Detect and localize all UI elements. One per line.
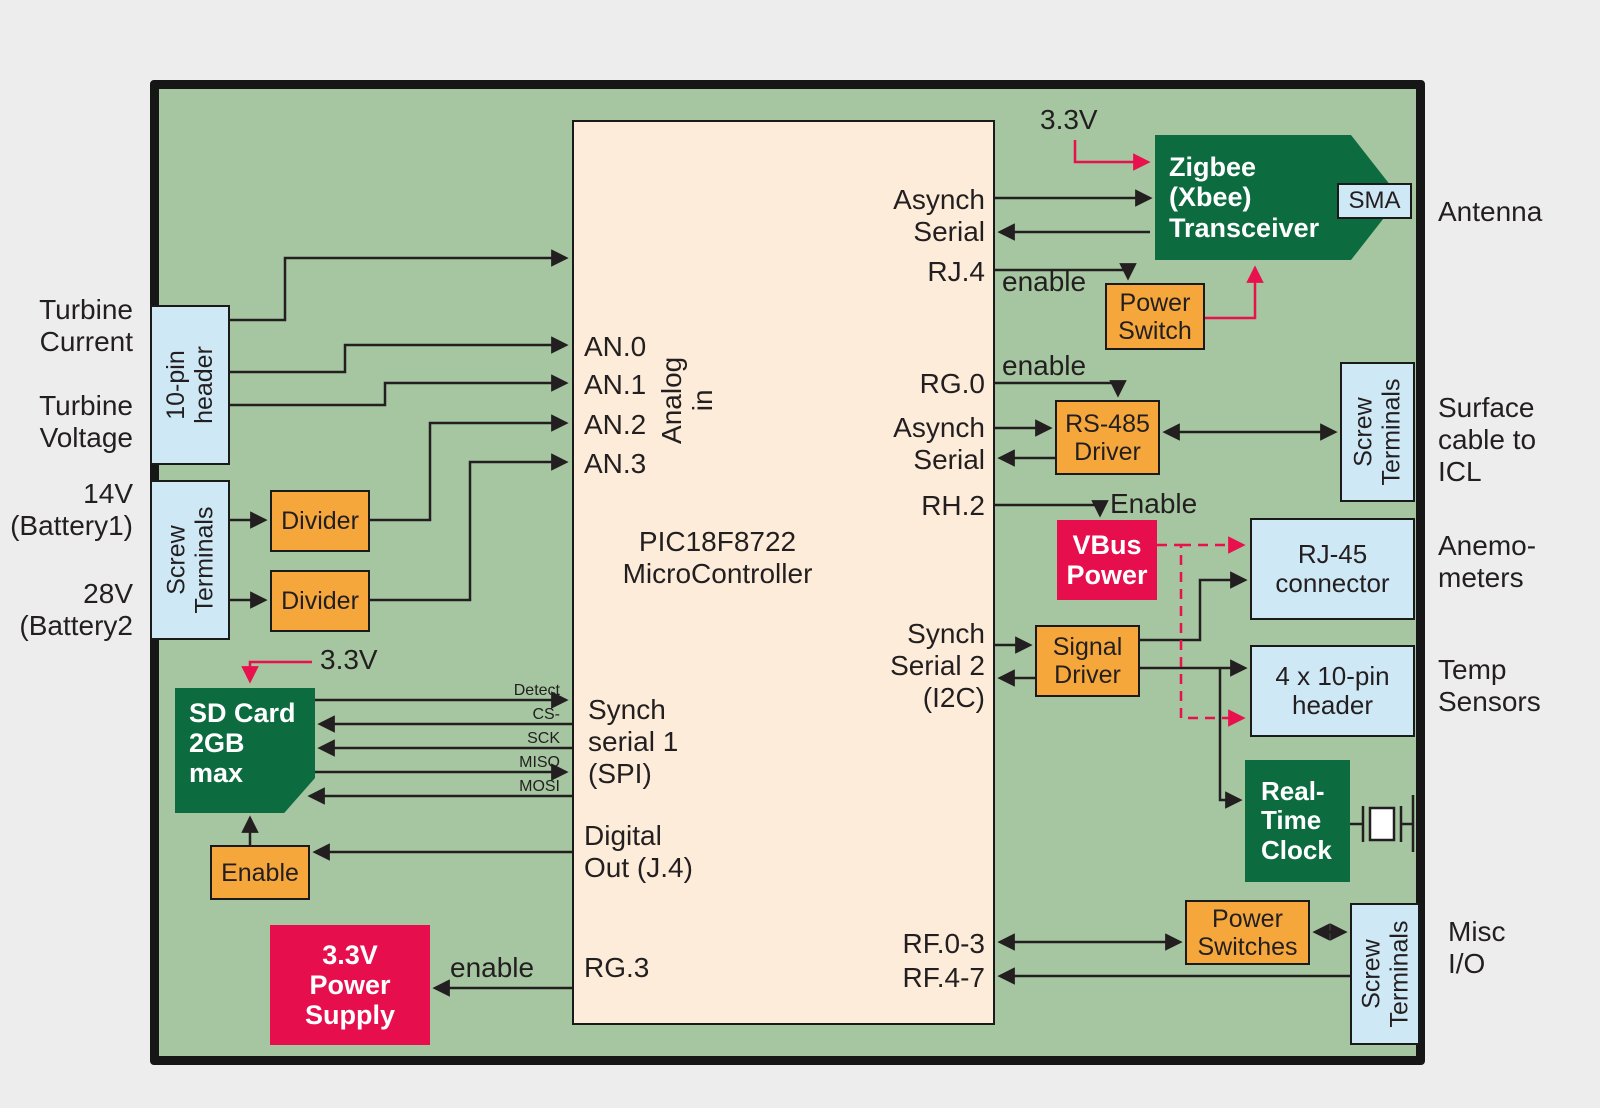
label-anemometers: Anemo- meters [1438,530,1537,594]
vbus-power-block: VBus Power [1057,520,1157,600]
pin-an2: AN.2 [584,409,647,440]
pin-an0: AN.0 [584,331,647,362]
label-turbine-current: Turbine Current [39,294,133,358]
power-switches-block: Power Switches [1185,900,1310,965]
analog-in-text: Analog in [656,356,719,444]
rs485-driver-block: RS-485 Driver [1055,400,1160,475]
ten-pin-header-label: 10-pin header [162,346,219,424]
divider-2-label: Divider [281,587,359,615]
pin-asynch-serial-top: Asynch Serial [893,184,985,248]
label-enable-rs485: enable [1002,350,1087,381]
label-enable-psu: enable [450,952,535,983]
pin-digital-out: Digital Out (J.4) [584,820,693,884]
screw-terminals-right-top-label: Screw Terminals [1349,378,1406,486]
screw-terminals-right-bottom-label: Screw Terminals [1357,920,1414,1028]
power-supply-block: 3.3V Power Supply [270,925,430,1045]
pin-rh2: RH.2 [921,490,985,521]
label-battery1: 14V (Battery1) [10,478,133,542]
screw-terminals-right-bottom-block: Screw Terminals [1350,903,1420,1045]
real-time-clock-block: Real- Time Clock [1245,760,1350,882]
label-enable-zigbee: enable [1002,266,1087,297]
vbus-power-label: VBus Power [1066,529,1148,590]
label-misc-io: Misc I/O [1448,916,1506,980]
label-surface-cable: Surface cable to ICL [1438,392,1537,488]
label-enable-vbus: Enable [1110,488,1198,519]
ten-pin-header-block: 10-pin header [150,305,230,465]
rs485-driver-label: RS-485 Driver [1065,409,1150,466]
divider-1-label: Divider [281,507,359,535]
pin-asynch-serial-mid: Asynch Serial [893,412,985,476]
sma-connector-block: SMA [1337,183,1412,219]
real-time-clock-label: Real- Time Clock [1261,776,1332,865]
label-signal-sck: SCK [527,730,560,747]
power-switch-block: Power Switch [1105,283,1205,350]
label-turbine-voltage: Turbine Voltage [39,390,133,454]
sd-card-block: SD Card 2GB max [175,688,315,813]
pin-rj4: RJ.4 [927,256,985,287]
label-temp-sensors: Temp Sensors [1438,654,1541,718]
header-4x10-label: 4 x 10-pin header [1275,660,1390,720]
pin-synch-serial1: Synch serial 1 (SPI) [588,694,679,790]
sma-label: SMA [1348,186,1401,214]
screw-terminals-left-block: Screw Terminals [150,480,230,640]
signal-driver-block: Signal Driver [1035,625,1140,697]
red-power-wires [241,140,1264,727]
pin-rg0: RG.0 [919,368,985,399]
divider-1-block: Divider [270,490,370,552]
label-signal-miso: MISO [519,754,560,771]
mcu-title: PIC18F8722 MicroController [622,526,813,590]
screw-terminals-right-top-block: Screw Terminals [1340,362,1415,502]
label-3v3-sd: 3.3V [320,644,378,675]
label-signal-cs: CS- [532,706,560,723]
pin-an3: AN.3 [584,448,647,479]
analog-in-group-label: Analog in [650,330,726,470]
power-switches-label: Power Switches [1197,904,1298,961]
pin-rf0-3: RF.0-3 [902,928,985,959]
pin-rg3: RG.3 [584,952,650,983]
header-4x10-block: 4 x 10-pin header [1250,645,1415,737]
zigbee-transceiver-label: Zigbee (Xbee) Transceiver [1169,152,1320,243]
sd-enable-block: Enable [210,845,310,900]
power-supply-label: 3.3V Power Supply [304,939,395,1031]
sd-enable-label: Enable [221,858,299,887]
label-3v3-zigbee: 3.3V [1040,104,1098,135]
screw-terminals-left-label: Screw Terminals [162,506,219,614]
microcontroller-block [572,120,995,1025]
rj45-connector-block: RJ-45 connector [1250,518,1415,620]
crystal-icon [1350,795,1415,852]
signal-driver-label: Signal Driver [1052,633,1123,689]
divider-2-block: Divider [270,570,370,632]
pin-rf4-7: RF.4-7 [902,962,985,993]
label-signal-mosi: MOSI [519,778,560,795]
label-signal-detect: Detect [513,682,560,699]
label-battery2: 28V (Battery2 [19,578,133,642]
black-signal-wires [230,189,1350,997]
rj45-connector-label: RJ-45 connector [1275,538,1390,598]
pin-an1: AN.1 [584,369,647,400]
pin-synch-serial2: Synch Serial 2 (I2C) [890,618,985,714]
sd-card-label: SD Card 2GB max [189,698,296,789]
label-antenna: Antenna [1438,196,1543,227]
power-switch-label: Power Switch [1118,288,1192,345]
